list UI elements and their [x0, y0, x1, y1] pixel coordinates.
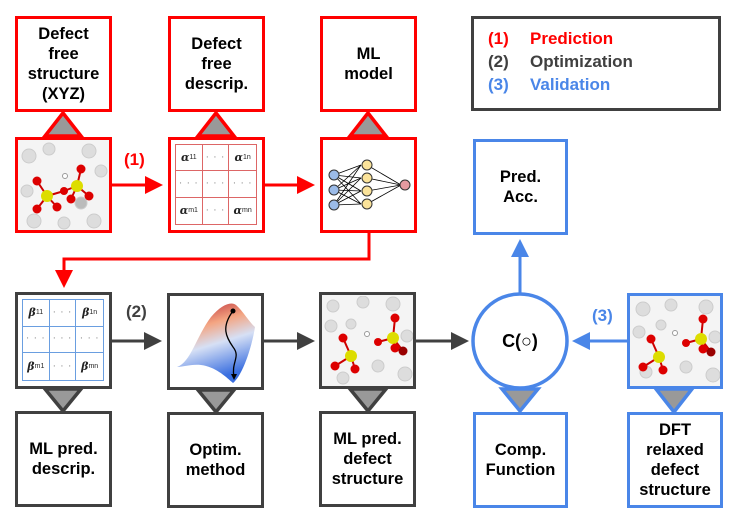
defect-free-descriptor-box: Defect free descrip.: [168, 16, 265, 112]
optim-method-label: Optim. method: [185, 441, 246, 479]
legend-item-optimization: (2) Optimization: [488, 50, 718, 73]
pred-acc-box: Pred. Acc.: [473, 139, 568, 235]
dft-relaxed-structure-image: [627, 293, 723, 389]
matrix-cell: · · ·: [49, 300, 77, 327]
ml-pred-descriptor-box: ML pred. descrip.: [15, 411, 112, 507]
arrow-ml-model-to-pred-descriptor: [55, 233, 371, 288]
legend-num: (1): [488, 28, 509, 48]
comp-function-label: Comp. Function: [485, 441, 556, 479]
matrix-cell: · · ·: [76, 327, 103, 354]
legend-num: (3): [488, 74, 509, 94]
triangle-connector: [346, 110, 390, 138]
energy-surface-icon: [176, 303, 255, 383]
matrix-cell: · · ·: [229, 171, 256, 198]
matrix-cell: · · ·: [202, 171, 230, 198]
defect-free-structure-label: Defect free structure (XYZ): [27, 25, 100, 103]
ml-pred-defect-structure-image: [319, 292, 416, 389]
step-label-prediction: (1): [124, 150, 145, 169]
matrix-cell: · · ·: [203, 197, 230, 224]
legend-label: Prediction: [530, 28, 614, 48]
matrix-cell: · · ·: [202, 145, 230, 172]
optim-method-box: Optim. method: [167, 412, 264, 508]
step-label-validation: (3): [592, 306, 613, 325]
ml-pred-descriptor-label: ML pred. descrip.: [29, 440, 98, 478]
matrix-cell: · · ·: [176, 171, 203, 198]
triangle-connector: [194, 388, 238, 415]
matrix-cell: · · ·: [50, 353, 77, 380]
legend-label: Optimization: [530, 51, 633, 71]
matrix-cell: · · ·: [23, 326, 50, 354]
dft-relaxed-defect-structure-label: DFT relaxed defect structure: [639, 421, 711, 499]
legend-num: (2): [488, 51, 509, 71]
matrix-cell: · · ·: [49, 326, 77, 354]
pred-acc-label: Pred. Acc.: [499, 168, 542, 206]
triangle-connector: [41, 110, 85, 138]
ml-model-label: ML model: [344, 45, 393, 83]
comparison-node-label: C(○): [480, 328, 560, 354]
ml-pred-defect-structure-label: ML pred. defect structure: [331, 430, 404, 488]
comparison-function-symbol: C(○): [502, 331, 538, 351]
neural-network-icon: [328, 159, 410, 210]
defect-free-structure-image: [15, 137, 112, 233]
legend: (1) Prediction (2) Optimization (3) Vali…: [471, 16, 721, 111]
triangle-connector: [346, 387, 390, 414]
molecule-icon: [324, 295, 413, 384]
triangle-connector: [652, 387, 696, 415]
legend-item-validation: (3) Validation: [488, 73, 718, 96]
ml-model-image: [320, 137, 417, 233]
comp-function-box: Comp. Function: [473, 412, 568, 508]
triangle-connector: [41, 387, 85, 414]
triangle-connector: [194, 110, 238, 138]
optim-method-image: [167, 293, 264, 390]
defect-free-structure-box: Defect free structure (XYZ): [15, 16, 112, 112]
dft-relaxed-defect-structure-box: DFT relaxed defect structure: [627, 412, 723, 508]
step-label-optimization: (2): [126, 302, 147, 321]
legend-item-prediction: (1) Prediction: [488, 27, 718, 50]
molecule-icon: [20, 142, 107, 229]
legend-label: Validation: [530, 74, 611, 94]
ml-pred-defect-structure-box: ML pred. defect structure: [319, 411, 416, 507]
defect-free-descriptor-label: Defect free descrip.: [184, 35, 249, 93]
ml-model-box: ML model: [320, 16, 417, 112]
molecule-icon: [632, 298, 720, 382]
triangle-connector: [498, 387, 542, 414]
